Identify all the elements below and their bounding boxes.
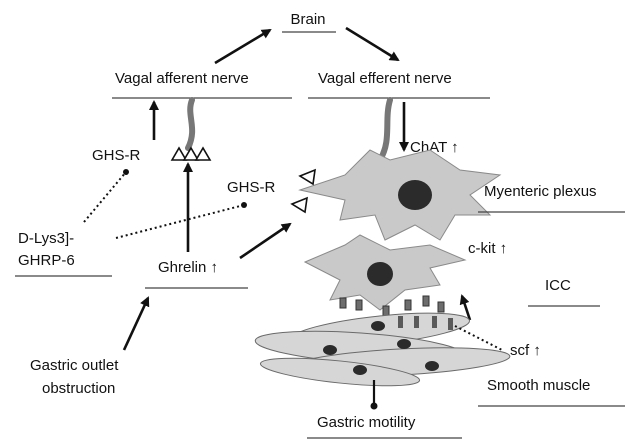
brain-label: Brain <box>290 11 325 28</box>
antagonist-label-line2: GHRP-6 <box>18 252 75 269</box>
smooth-muscle-cells <box>254 307 510 392</box>
myenteric-nucleus <box>398 180 432 210</box>
ckit-label: c-kit ↑ <box>468 240 507 257</box>
ghrelin-label: Ghrelin ↑ <box>158 259 218 276</box>
ghsr-center-receptor-bottom <box>292 198 307 212</box>
gastric-motility-label: Gastric motility <box>317 414 416 431</box>
antagonist-to-ghsr-left-dotted <box>84 172 126 222</box>
icc-nucleus <box>367 262 393 286</box>
motility-dot <box>371 403 378 410</box>
ghsr-center-label: GHS-R <box>227 179 276 196</box>
ghsr-left-label: GHS-R <box>92 147 141 164</box>
icc-label: ICC <box>545 277 571 294</box>
vagal-efferent-label: Vagal efferent nerve <box>318 70 452 87</box>
afferent-nerve-fiber <box>188 100 192 148</box>
gastric-outlet-label-line2: obstruction <box>42 380 115 397</box>
obstruction-to-ghrelin-arrow <box>124 298 148 350</box>
ghsr-receptor-triangles <box>172 148 210 160</box>
ghsr-center-receptor-top <box>300 170 315 184</box>
afferent-to-brain-arrow <box>215 30 270 63</box>
efferent-nerve-fiber <box>380 100 390 160</box>
smooth-muscle-label: Smooth muscle <box>487 377 590 394</box>
scf-label: scf ↑ <box>510 342 541 359</box>
scf-dotted-line <box>455 326 502 350</box>
gastric-outlet-label-line1: Gastric outlet <box>30 357 119 374</box>
brain-to-efferent-arrow <box>346 28 398 60</box>
antagonist-label-line1: D-Lys3]- <box>18 230 74 247</box>
myenteric-plexus-label: Myenteric plexus <box>484 183 597 200</box>
antagonist-to-ghsr-center-dotted <box>116 205 244 238</box>
ghrelin-to-plexus-arrow <box>240 224 290 258</box>
vagal-afferent-label: Vagal afferent nerve <box>115 70 249 87</box>
